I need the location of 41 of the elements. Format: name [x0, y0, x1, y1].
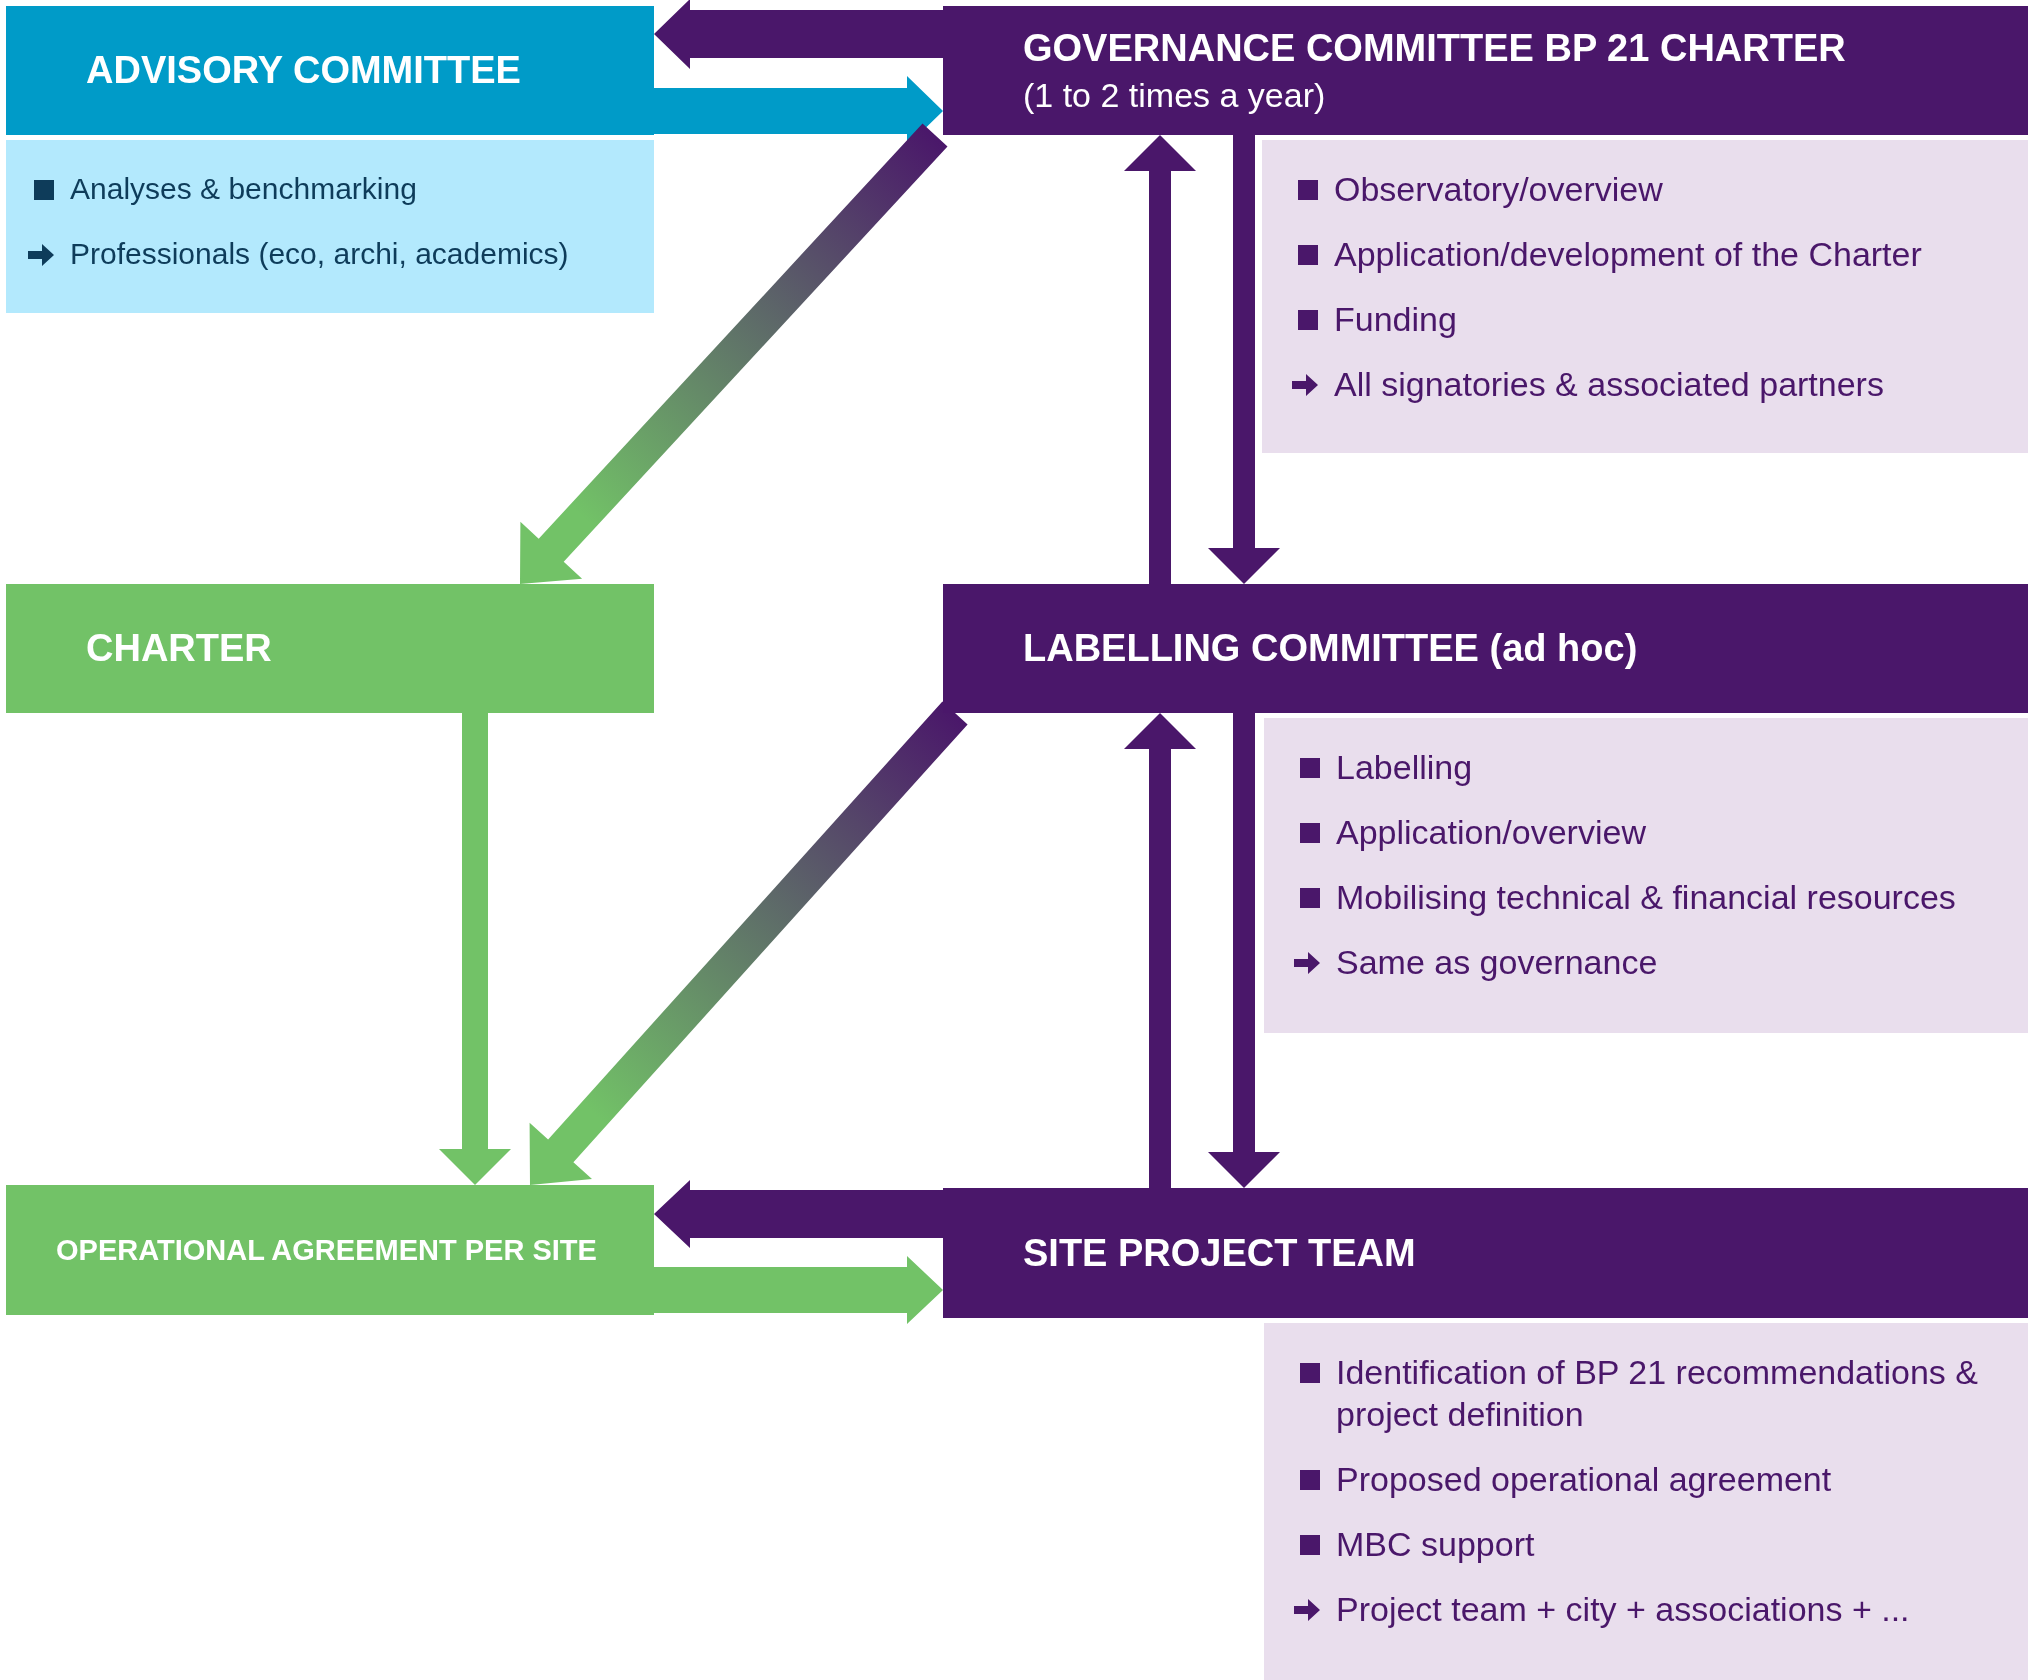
- info-panel: [6, 140, 654, 313]
- list-item-text: All signatories & associated partners: [1334, 364, 1884, 405]
- charter-header: [6, 584, 654, 713]
- arrow: [1208, 135, 1280, 584]
- arrow: [654, 0, 943, 69]
- list-item-text: Labelling: [1336, 747, 1473, 788]
- header-title: LABELLING COMMITTEE (ad hoc): [1023, 627, 1639, 670]
- team-header: [943, 1188, 2028, 1318]
- arrow: [520, 123, 948, 584]
- list-item-text: Application/overview: [1336, 812, 1646, 853]
- arrow: [529, 701, 968, 1185]
- agreement-header: [6, 1185, 654, 1315]
- meeting-frequency: (1 to 2 times a year): [1023, 75, 1327, 115]
- list-item-text: MBC support: [1336, 1524, 1535, 1565]
- arrow: [654, 1256, 943, 1324]
- committee-header: [943, 584, 2028, 713]
- info-panel: [1264, 718, 2028, 1033]
- list-item-text: Project team + city + associations + ...: [1336, 1589, 1910, 1630]
- list-item-text: Proposed operational agreement: [1336, 1459, 1832, 1500]
- header-title: OPERATIONAL AGREEMENT PER SITE: [56, 1233, 598, 1267]
- info-panel: [1262, 140, 2028, 453]
- arrow: [1124, 713, 1196, 1188]
- list-item-text: Same as governance: [1336, 942, 1658, 983]
- arrow: [439, 713, 511, 1185]
- committee-header: [6, 6, 654, 135]
- header-title: ADVISORY COMMITTEE: [86, 49, 522, 92]
- list-item-text: Identification of BP 21 recommendations & project definition: [1336, 1352, 1979, 1435]
- committee-header: [943, 6, 2028, 135]
- list-item-text: Funding: [1334, 299, 1457, 340]
- header-title: CHARTER: [86, 627, 273, 670]
- arrow: [1208, 713, 1280, 1188]
- list-item-text: Professionals (eco, archi, academics): [70, 236, 569, 272]
- list-item-text: Mobilising technical & financial resources: [1336, 877, 1956, 918]
- list-item-text: Analyses & benchmarking: [70, 171, 417, 207]
- list-item-text: Observatory/overview: [1334, 169, 1663, 210]
- arrow: [654, 1180, 943, 1248]
- list-item-text: Application/development of the Charter: [1334, 234, 1922, 275]
- info-panel: [1264, 1323, 2028, 1680]
- header-title: SITE PROJECT TEAM: [1023, 1231, 1417, 1275]
- arrow: [1124, 135, 1196, 584]
- header-title: GOVERNANCE COMMITTEE BP 21 CHARTER: [1023, 26, 1847, 70]
